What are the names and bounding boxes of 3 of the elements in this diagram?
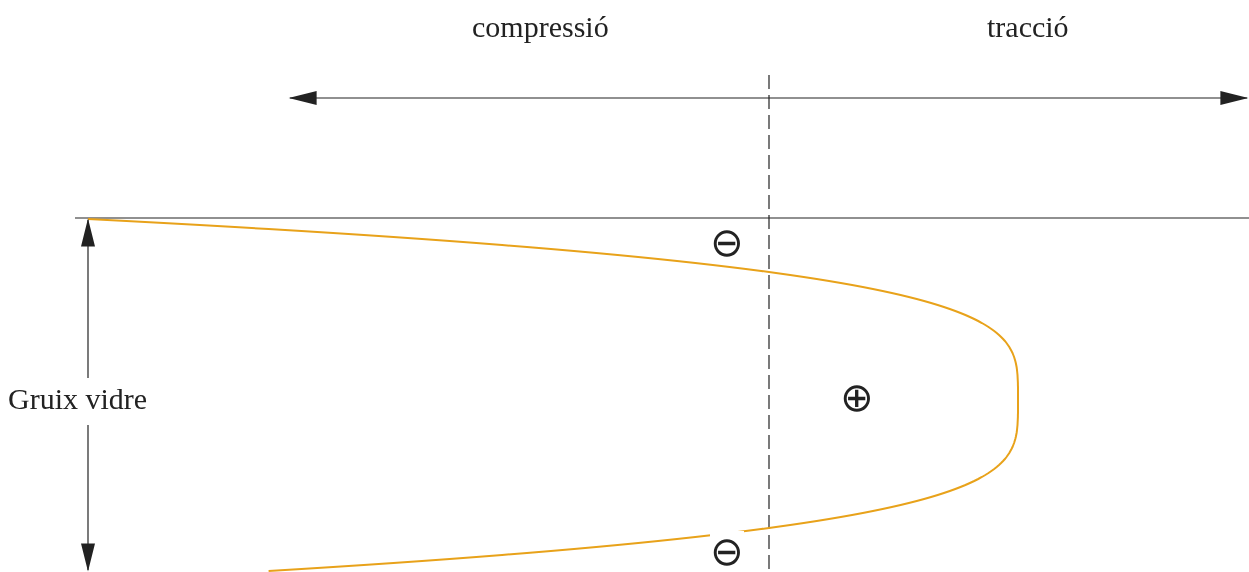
- axis-label: tracció: [987, 12, 1069, 42]
- axis-label: compressió: [472, 12, 609, 42]
- dimension-label: Gruix vidre: [8, 384, 148, 414]
